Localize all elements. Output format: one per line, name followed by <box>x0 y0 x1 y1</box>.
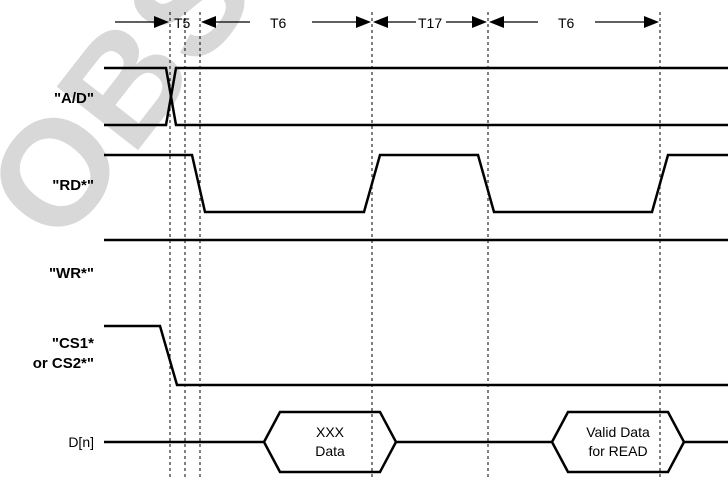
t6-first-left-arrowhead <box>201 16 216 28</box>
wr-signal-label: "WR*" <box>49 265 94 282</box>
t6-first-right-arrowhead <box>356 16 371 28</box>
rd-waveform <box>104 153 728 214</box>
rd-signal-label: "RD*" <box>52 177 94 194</box>
t5-label: T5 <box>174 15 191 31</box>
t6-second-left-arrowhead <box>489 16 504 28</box>
t6-second-right-arrowhead <box>644 16 659 28</box>
t6-second-label: T6 <box>558 15 575 31</box>
time-markers <box>169 12 661 479</box>
arrowheads <box>154 16 659 28</box>
cs-signal-label-line2: or CS2*" <box>33 355 94 372</box>
t6-first-label: T6 <box>270 15 287 31</box>
data-box-second-line2: for READ <box>588 443 647 459</box>
t17-label: T17 <box>418 15 442 31</box>
watermark: OBS <box>0 0 285 270</box>
t17-left-arrowhead <box>373 16 388 28</box>
t5-arrowhead <box>154 16 169 28</box>
cs-waveform <box>104 324 728 387</box>
cs-signal-label-line1: "CS1* <box>52 335 94 352</box>
data-box-first <box>262 410 398 474</box>
ad-signal-label: "A/D" <box>54 90 94 107</box>
data-signal-label: D[n] <box>68 434 94 450</box>
t17-right-arrowhead <box>472 16 487 28</box>
data-box-second-line1: Valid Data <box>586 424 650 440</box>
watermark-text: OBS <box>0 0 285 270</box>
data-box-second <box>550 410 686 474</box>
data-box-first-line1: XXX <box>316 424 345 440</box>
waveforms <box>104 66 728 474</box>
data-box-first-line2: Data <box>315 443 345 459</box>
ad-waveform-lower <box>104 66 728 127</box>
